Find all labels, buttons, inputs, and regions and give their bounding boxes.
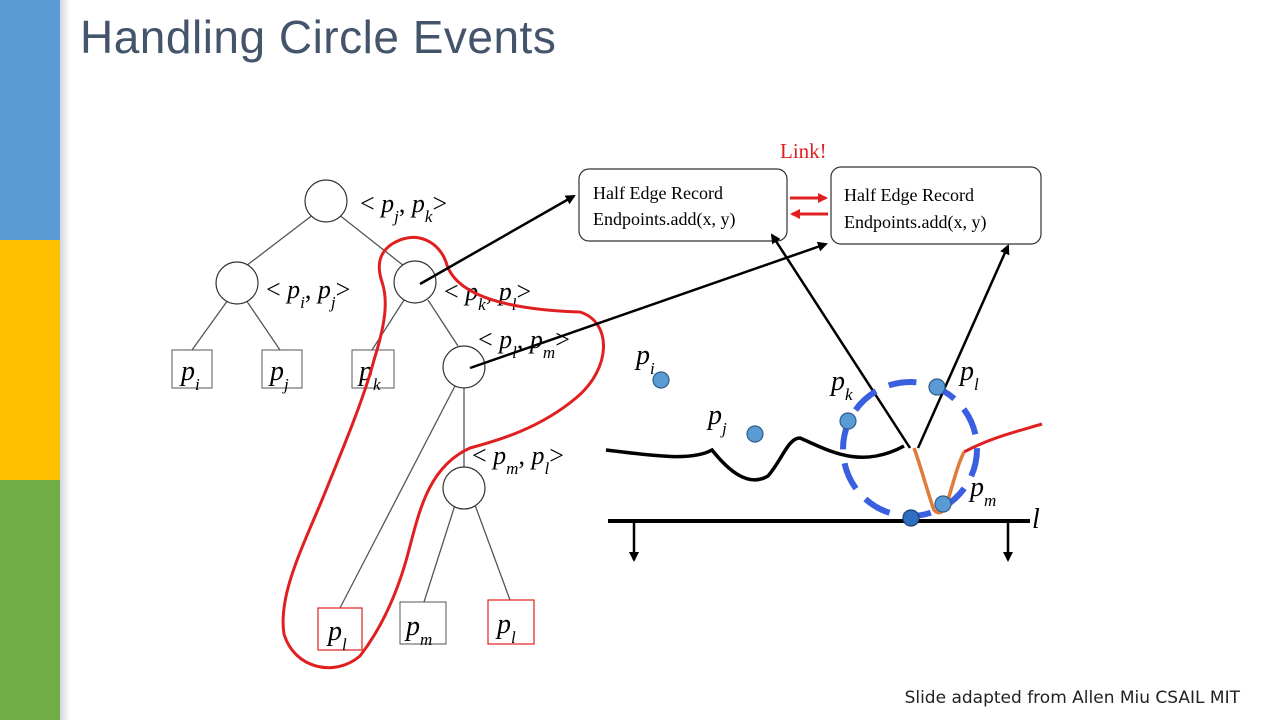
svg-text:pl: pl — [495, 609, 516, 647]
pointer-arrow-lm — [469, 241, 828, 370]
circle-event — [840, 379, 980, 519]
leaf-pm: pm — [399, 601, 447, 649]
site-pk — [839, 412, 857, 430]
site-pm — [934, 495, 952, 513]
site-label-pl: pl — [958, 356, 979, 394]
svg-text:pl: pl — [326, 616, 347, 654]
site-label-pj: pj — [706, 400, 727, 438]
voronoi-edge-left — [770, 233, 912, 449]
accent-bar-shadow — [60, 0, 70, 720]
leaf-pk: pk — [351, 349, 395, 394]
svg-text:pj: pj — [268, 356, 289, 394]
leaf-pj: pj — [261, 349, 303, 394]
sweep-line-label: l — [1032, 504, 1040, 535]
tuple-label-root: < pj, pk> — [360, 189, 447, 226]
site-label-pk: pk — [829, 366, 853, 404]
accent-bar-yellow — [0, 240, 60, 480]
svg-text:pi: pi — [179, 356, 200, 394]
half-edge-record-left: Half Edge Record Endpoints.add(x, y) — [578, 168, 788, 242]
beach-line-right — [963, 422, 1043, 454]
site-pi — [652, 371, 670, 389]
site-pl — [928, 378, 946, 396]
slide-title: Handling Circle Events — [80, 11, 557, 63]
site-pj — [746, 425, 764, 443]
accent-bar-green — [0, 480, 60, 720]
leaf-pi: pi — [171, 349, 213, 394]
voronoi-edge-right — [916, 244, 1010, 449]
link-label: Link! — [780, 139, 827, 163]
accent-bar-blue — [0, 0, 60, 240]
highlight-loop — [281, 236, 605, 670]
site-label-pm: pm — [968, 472, 996, 510]
svg-text:Half Edge Record: Half Edge Record — [844, 185, 974, 205]
tuple-label-left: < pi, pj> — [266, 275, 350, 312]
tree-node-left — [215, 261, 259, 305]
circle-event-point — [902, 509, 920, 527]
leaf-pl-2: pl — [487, 599, 535, 647]
svg-text:Endpoints.add(x, y): Endpoints.add(x, y) — [593, 209, 735, 230]
svg-text:pm: pm — [404, 611, 432, 649]
tuple-label-rrr: < pm, pl> — [472, 441, 564, 478]
tree-edges — [191, 213, 511, 609]
slide-credit: Slide adapted from Allen Miu CSAIL MIT — [904, 688, 1240, 708]
beach-line — [605, 436, 905, 482]
half-edge-record-right: Half Edge Record Endpoints.add(x, y) — [830, 166, 1042, 245]
tree-node-rrr — [442, 466, 486, 510]
tuple-label-rr: < pl, pm> — [478, 325, 570, 362]
svg-text:Half Edge Record: Half Edge Record — [593, 183, 723, 203]
leaf-pl-1: pl — [317, 607, 363, 654]
tree-node-rr — [442, 345, 486, 389]
tree-node-root — [304, 179, 348, 223]
tree-node-right — [393, 260, 437, 304]
site-label-pi: pi — [634, 340, 655, 378]
pointer-arrow-kl — [419, 194, 576, 286]
svg-text:Endpoints.add(x, y): Endpoints.add(x, y) — [844, 212, 986, 233]
